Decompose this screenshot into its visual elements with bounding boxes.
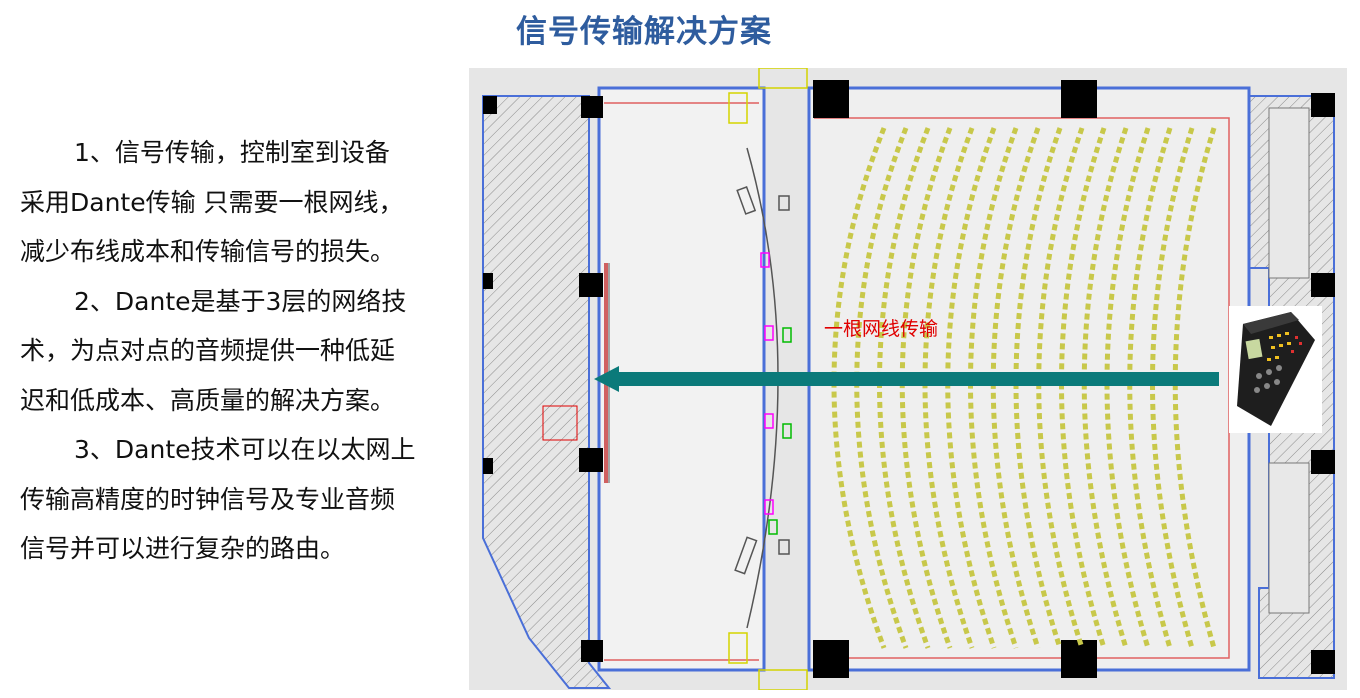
description-text: 1、信号传输，控制室到设备 采用Dante传输 只需要一根网线， 减少布线成本和…: [20, 128, 450, 574]
seat-row: [1172, 127, 1217, 649]
point-2-line-3: 迟和低成本、高质量的解决方案。: [20, 385, 396, 415]
point-1-line-1: 1、信号传输，控制室到设备: [74, 138, 390, 167]
audio-interface-device-icon: [1237, 312, 1315, 426]
point-3-line-1: 3、Dante技术可以在以太网上: [74, 435, 416, 464]
structural-columns: [483, 80, 1335, 678]
seat-row: [1104, 127, 1151, 649]
seat-row: [1081, 127, 1129, 649]
point-3-line-3: 信号并可以进行复杂的路由。: [20, 534, 346, 563]
auditorium-floor-plan: [469, 68, 1347, 690]
cable-arrow: [594, 366, 1219, 392]
point-1-line-2: 采用Dante传输 只需要一根网线，: [20, 187, 404, 217]
equipment-markers: [734, 186, 792, 575]
doors: [728, 68, 808, 690]
dante-device-image: [1229, 306, 1322, 433]
right-stairs: [1268, 107, 1310, 614]
page-title: 信号传输解决方案: [516, 14, 772, 50]
cable-label: 一根网线传输: [824, 318, 939, 340]
point-3-line-2: 传输高精度的时钟信号及专业音频: [20, 484, 396, 514]
seat-row: [1127, 127, 1173, 649]
control-room-box: [542, 405, 578, 441]
left-wall-hatch: [482, 95, 612, 689]
seat-row: [1150, 127, 1195, 649]
stage-edge: [604, 102, 759, 661]
point-1-line-3: 减少布线成本和传输信号的损失。: [20, 237, 396, 266]
point-2-line-2: 术，为点对点的音频提供一种低延: [20, 336, 396, 365]
point-2-line-1: 2、Dante是基于3层的网络技: [74, 286, 407, 316]
